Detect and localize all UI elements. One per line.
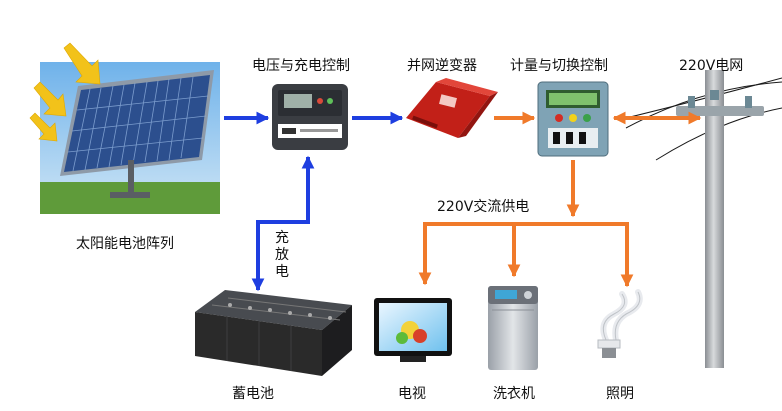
arrow-controller-battery [251, 155, 315, 292]
sun-ray-icon [29, 42, 101, 142]
label-charge-discharge: 充 放 电 [274, 230, 290, 281]
label-battery: 蓄电池 [232, 386, 274, 402]
bulb-icon [597, 289, 643, 358]
ac-flow-arrows [418, 111, 702, 288]
washer-icon [488, 286, 538, 370]
solar-panel-icon [40, 62, 220, 214]
meter-icon [537, 81, 609, 157]
label-ac-supply: 220V交流供电 [437, 199, 530, 215]
battery-icon [195, 290, 352, 376]
label-charge-char-3: 电 [275, 264, 289, 280]
label-grid: 220V电网 [679, 58, 744, 74]
label-metering-control: 计量与切换控制 [510, 58, 608, 74]
ac-bus-line [423, 222, 629, 268]
tv-icon [374, 298, 452, 362]
inverter-icon [406, 78, 498, 138]
label-solar-array: 太阳能电池阵列 [76, 236, 174, 252]
label-charge-controller: 电压与充电控制 [252, 58, 350, 74]
controller-icon [272, 84, 348, 150]
label-washer: 洗衣机 [493, 386, 535, 402]
label-lighting: 照明 [606, 386, 634, 402]
label-charge-char-1: 充 [275, 230, 289, 246]
dc-flow-arrows [224, 111, 404, 292]
label-inverter: 并网逆变器 [407, 58, 477, 74]
utility-pole-icon [625, 70, 782, 368]
label-charge-char-2: 放 [275, 247, 289, 263]
label-tv: 电视 [398, 386, 426, 402]
